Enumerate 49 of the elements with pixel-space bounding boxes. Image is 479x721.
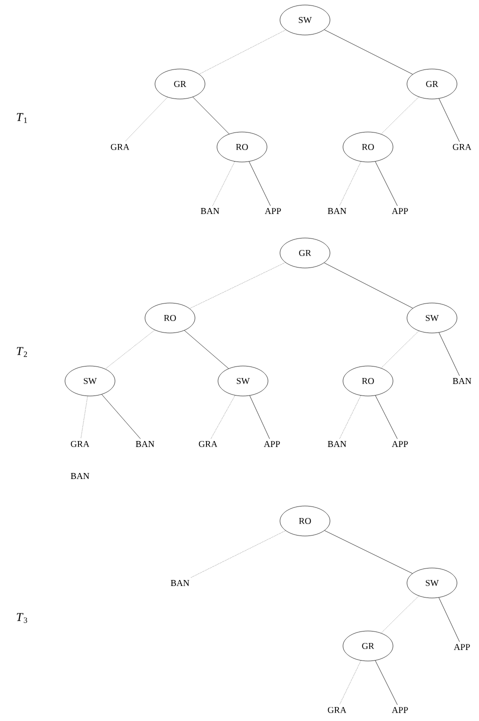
branch-line [192,96,230,134]
leaf-label: GRA [328,706,346,714]
leaf-label: BAN [170,580,190,586]
dotted-branch-line [105,330,155,370]
dotted-branch-line [210,395,236,439]
leaf-label: GRA [198,440,218,448]
branch-line [324,530,413,574]
dotted-branch-line [80,396,88,439]
leaf-label: BAN [328,208,346,214]
branch-line [438,597,460,642]
leaf-label: GRA [110,144,130,150]
dotted-branch-line [339,660,362,705]
dotted-branch-line [380,330,420,368]
branch-line [250,395,270,440]
leaf-label: APP [264,208,281,214]
leaf-label: BAN [136,441,154,447]
leaf-label: BAN [200,208,220,214]
branch-line [324,262,413,308]
branch-line [324,30,413,74]
leaf-label: APP [454,644,470,650]
dotted-branch-line [339,161,362,206]
branch-line [438,332,460,376]
branch-line [375,161,398,206]
leaf-label: GRA [70,440,90,448]
dotted-branch-line [339,395,362,439]
tree-label: T$_{2}$ [16,347,27,357]
tree-label: T$_{1}$ [16,113,27,123]
branch-line [438,98,460,142]
leaf-label: APP [264,441,280,447]
branch-line [248,161,271,206]
tree-label: T$_{3}$ [16,613,28,623]
branch-line [102,394,141,439]
dotted-branch-line [380,96,420,134]
dotted-branch-line [212,161,235,206]
leaf-label: BAN [452,378,472,384]
leaf-label: GRA [452,144,472,150]
leaf-label: BAN [70,473,90,479]
leaf-label: APP [392,441,408,447]
dotted-branch-line [199,30,286,74]
dotted-branch-line [124,96,168,142]
dotted-branch-line [190,262,286,309]
leaf-label: APP [392,707,408,713]
dotted-branch-line [380,596,420,634]
branch-line [375,395,398,440]
dotted-branch-line [190,530,286,578]
leaf-label: APP [392,208,408,214]
leaf-label: BAN [328,441,346,447]
branch-line [184,330,229,369]
branch-line [375,660,398,706]
